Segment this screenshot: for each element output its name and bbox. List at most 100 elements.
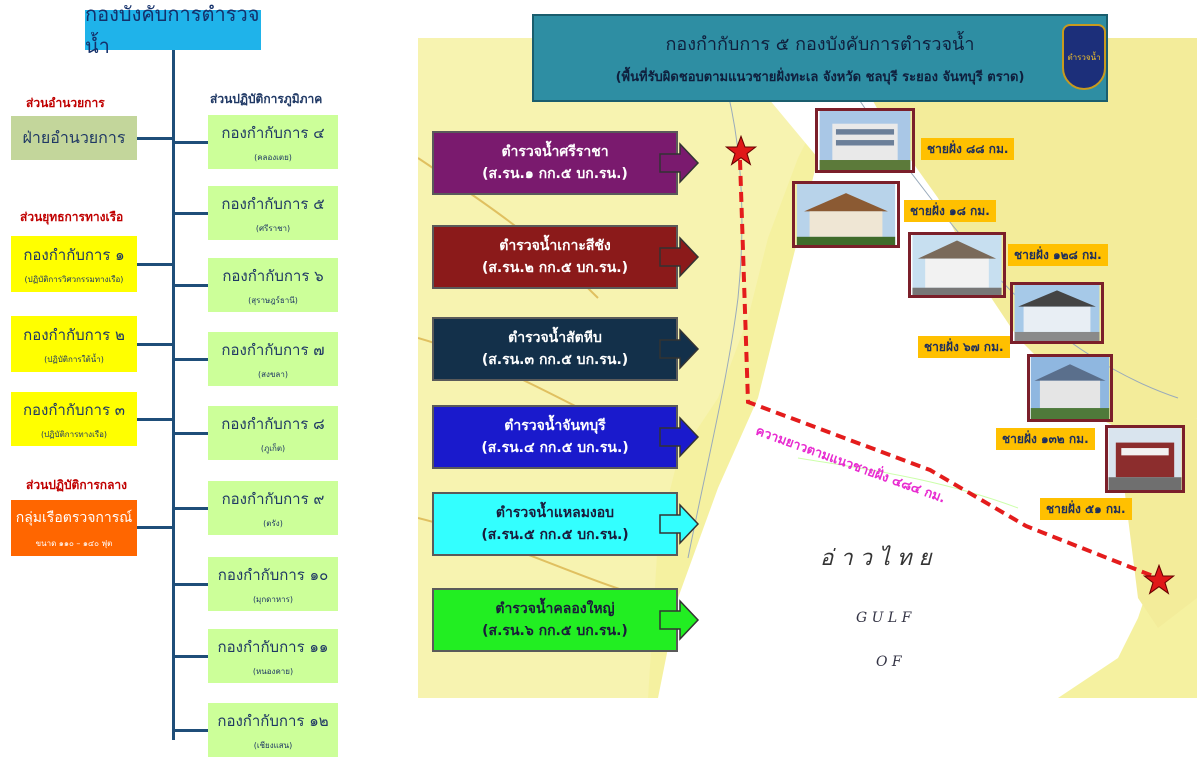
station-box-1: ตำรวจน้ำศรีราชา (ส.รน.๑ กก.๕ บก.รน.)	[432, 131, 678, 195]
arrow-right-icon	[659, 236, 700, 278]
arrow-right-icon	[659, 503, 700, 545]
regional-box-label: กองกำกับการ ๗	[221, 340, 325, 359]
gulf-label-thai: อ่ า ว ไ ท ย	[820, 546, 932, 571]
station-photo-2	[792, 181, 900, 248]
station-name: ตำรวจน้ำศรีราชา	[501, 144, 609, 160]
coast-label-3: ชายฝั่ง ๑๒๘ กม.	[1008, 244, 1108, 266]
regional-box-sub: (ตรัง)	[263, 518, 283, 528]
station-photo-1	[815, 108, 915, 173]
regional-box-3: กองกำกับการ ๖ (สุราษฎร์ธานี)	[208, 258, 338, 312]
station-photo-5	[1027, 354, 1113, 422]
regional-connector	[173, 358, 208, 361]
coast-label-2: ชายฝั่ง ๑๘ กม.	[904, 200, 996, 222]
station-name: ตำรวจน้ำจันทบุรี	[504, 418, 606, 434]
regional-box-4: กองกำกับการ ๗ (สงขลา)	[208, 332, 338, 386]
station-box-6: ตำรวจน้ำคลองใหญ่ (ส.รน.๖ กก.๕ บก.รน.)	[432, 588, 678, 652]
regional-box-6: กองกำกับการ ๙(ตรัง)	[208, 481, 338, 535]
org-title: กองบังคับการตำรวจน้ำ	[85, 2, 261, 58]
central-connector	[137, 526, 173, 529]
tactics-connector-2	[137, 343, 173, 346]
gulf-label-en-1: G U L F	[856, 610, 912, 626]
regional-box-sub: (ศรีราชา)	[255, 223, 291, 233]
central-box-label: กลุ่มเรือตรวจการณ์	[15, 509, 133, 526]
regional-box-sub: (ภูเก็ต)	[260, 443, 286, 453]
arrow-right-icon	[659, 328, 700, 370]
station-code: (ส.รน.๒ กก.๕ บก.รน.)	[481, 260, 628, 276]
org-trunk-line	[172, 50, 175, 740]
station-photo-6	[1105, 425, 1185, 493]
station-box-5: ตำรวจน้ำแหลมงอบ (ส.รน.๕ กก.๕ บก.รน.)	[432, 492, 678, 556]
banner-subtitle: (พื้นที่รับผิดชอบตามแนวชายฝั่งทะเล จังหว…	[615, 70, 1025, 85]
admin-connector	[137, 137, 173, 140]
arrow-right-icon	[659, 142, 700, 184]
coast-label-5: ชายฝั่ง ๑๓๒ กม.	[996, 428, 1095, 450]
tactics-box-sub: (ปฏิบัติการทางเรือ)	[40, 429, 108, 439]
tactics-box-2: กองกำกับการ ๒ (ปฏิบัติการใต้น้ำ)	[11, 316, 137, 372]
star-icon	[725, 135, 757, 166]
regional-connector	[173, 583, 208, 586]
station-code: (ส.รน.๑ กก.๕ บก.รน.)	[482, 166, 628, 182]
regional-connector	[173, 212, 208, 215]
tactics-header: ส่วนยุทธการทางเรือ	[20, 210, 124, 224]
regional-connector	[173, 141, 208, 144]
regional-connector	[173, 432, 208, 435]
station-code: (ส.รน.๖ กก.๕ บก.รน.)	[482, 623, 628, 639]
regional-box-sub: (มุกดาหาร)	[252, 594, 294, 604]
regional-connector	[173, 507, 208, 510]
tactics-box-label: กองกำกับการ ๓	[22, 400, 126, 419]
station-code: (ส.รน.๔ กก.๕ บก.รน.)	[481, 440, 629, 456]
regional-connector	[173, 729, 208, 732]
regional-box-1: กองกำกับการ ๔(คลองเตย)	[208, 115, 338, 169]
tactics-box-3: กองกำกับการ ๓ (ปฏิบัติการทางเรือ)	[11, 392, 137, 446]
regional-box-label: กองกำกับการ ๘	[221, 414, 325, 433]
tactics-box-1: กองกำกับการ ๑ (ปฏิบัติการวิศวกรรมทางเรือ…	[11, 236, 137, 292]
regional-box-label: กองกำกับการ ๑๑	[217, 637, 329, 656]
admin-header: ส่วนอำนวยการ	[26, 96, 105, 110]
station-photo-4	[1010, 282, 1104, 344]
central-box-sub: ขนาด ๑๑๐ – ๑๔๐ ฟุต	[35, 538, 113, 548]
tactics-box-label: กองกำกับการ ๑	[23, 245, 125, 264]
coast-label-6: ชายฝั่ง ๕๑ กม.	[1040, 498, 1132, 520]
banner: กองกำกับการ ๕ กองบังคับการตำรวจน้ำ (พื้น…	[532, 14, 1108, 102]
regional-box-sub: (หนองคาย)	[252, 666, 294, 676]
central-box: กลุ่มเรือตรวจการณ์ ขนาด ๑๑๐ – ๑๔๐ ฟุต	[11, 500, 137, 556]
station-code: (ส.รน.๓ กก.๕ บก.รน.)	[481, 352, 629, 368]
regional-box-label: กองกำกับการ ๑๒	[217, 711, 329, 730]
regional-box-sub: (คลองเตย)	[254, 152, 292, 162]
station-code: (ส.รน.๕ กก.๕ บก.รน.)	[481, 527, 629, 543]
regional-box-7: กองกำกับการ ๑๐ (มุกดาหาร)	[208, 557, 338, 611]
star-icon	[1143, 564, 1175, 595]
coast-label-1: ชายฝั่ง ๘๘ กม.	[921, 138, 1015, 160]
regional-connector	[173, 284, 208, 287]
station-box-4: ตำรวจน้ำจันทบุรี (ส.รน.๔ กก.๕ บก.รน.)	[432, 405, 678, 469]
tactics-box-sub: (ปฏิบัติการใต้น้ำ)	[44, 354, 104, 364]
regional-box-8: กองกำกับการ ๑๑ (หนองคาย)	[208, 629, 338, 683]
station-name: ตำรวจน้ำคลองใหญ่	[495, 601, 615, 617]
coast-label-4: ชายฝั่ง ๖๗ กม.	[918, 336, 1010, 358]
station-photo-3	[908, 232, 1006, 298]
regional-box-sub: (สุราษฎร์ธานี)	[248, 295, 298, 305]
station-name: ตำรวจน้ำสัตหีบ	[508, 330, 602, 346]
tactics-connector-3	[137, 418, 173, 421]
station-name: ตำรวจน้ำเกาะสีชัง	[499, 238, 611, 254]
station-name: ตำรวจน้ำแหลมงอบ	[495, 505, 615, 521]
admin-box: ฝ่ายอำนวยการ	[11, 116, 137, 160]
arrow-right-icon	[659, 416, 700, 458]
regional-box-9: กองกำกับการ ๑๒ (เชียงแสน)	[208, 703, 338, 757]
regional-box-label: กองกำกับการ ๑๐	[217, 565, 329, 584]
station-box-2: ตำรวจน้ำเกาะสีชัง (ส.รน.๒ กก.๕ บก.รน.)	[432, 225, 678, 289]
tactics-connector-1	[137, 263, 173, 266]
regional-box-sub: (เชียงแสน)	[253, 740, 293, 750]
regional-box-sub: (สงขลา)	[258, 369, 288, 379]
tactics-box-label: กองกำกับการ ๒	[23, 325, 125, 344]
regional-box-2: กองกำกับการ ๕ (ศรีราชา)	[208, 186, 338, 240]
emblem-text: ตำรวจน้ำ	[1067, 52, 1101, 62]
regional-box-label: กองกำกับการ ๕	[221, 194, 325, 213]
regional-header: ส่วนปฏิบัติการภูมิภาค	[210, 92, 323, 106]
regional-connector	[173, 655, 208, 658]
banner-title: กองกำกับการ ๕ กองบังคับการตำรวจน้ำ	[665, 34, 975, 55]
arrow-right-icon	[659, 599, 700, 641]
regional-box-label: กองกำกับการ ๖	[222, 266, 324, 285]
central-header: ส่วนปฏิบัติการกลาง	[26, 478, 128, 492]
tactics-box-sub: (ปฏิบัติการวิศวกรรมทางเรือ)	[24, 274, 124, 284]
